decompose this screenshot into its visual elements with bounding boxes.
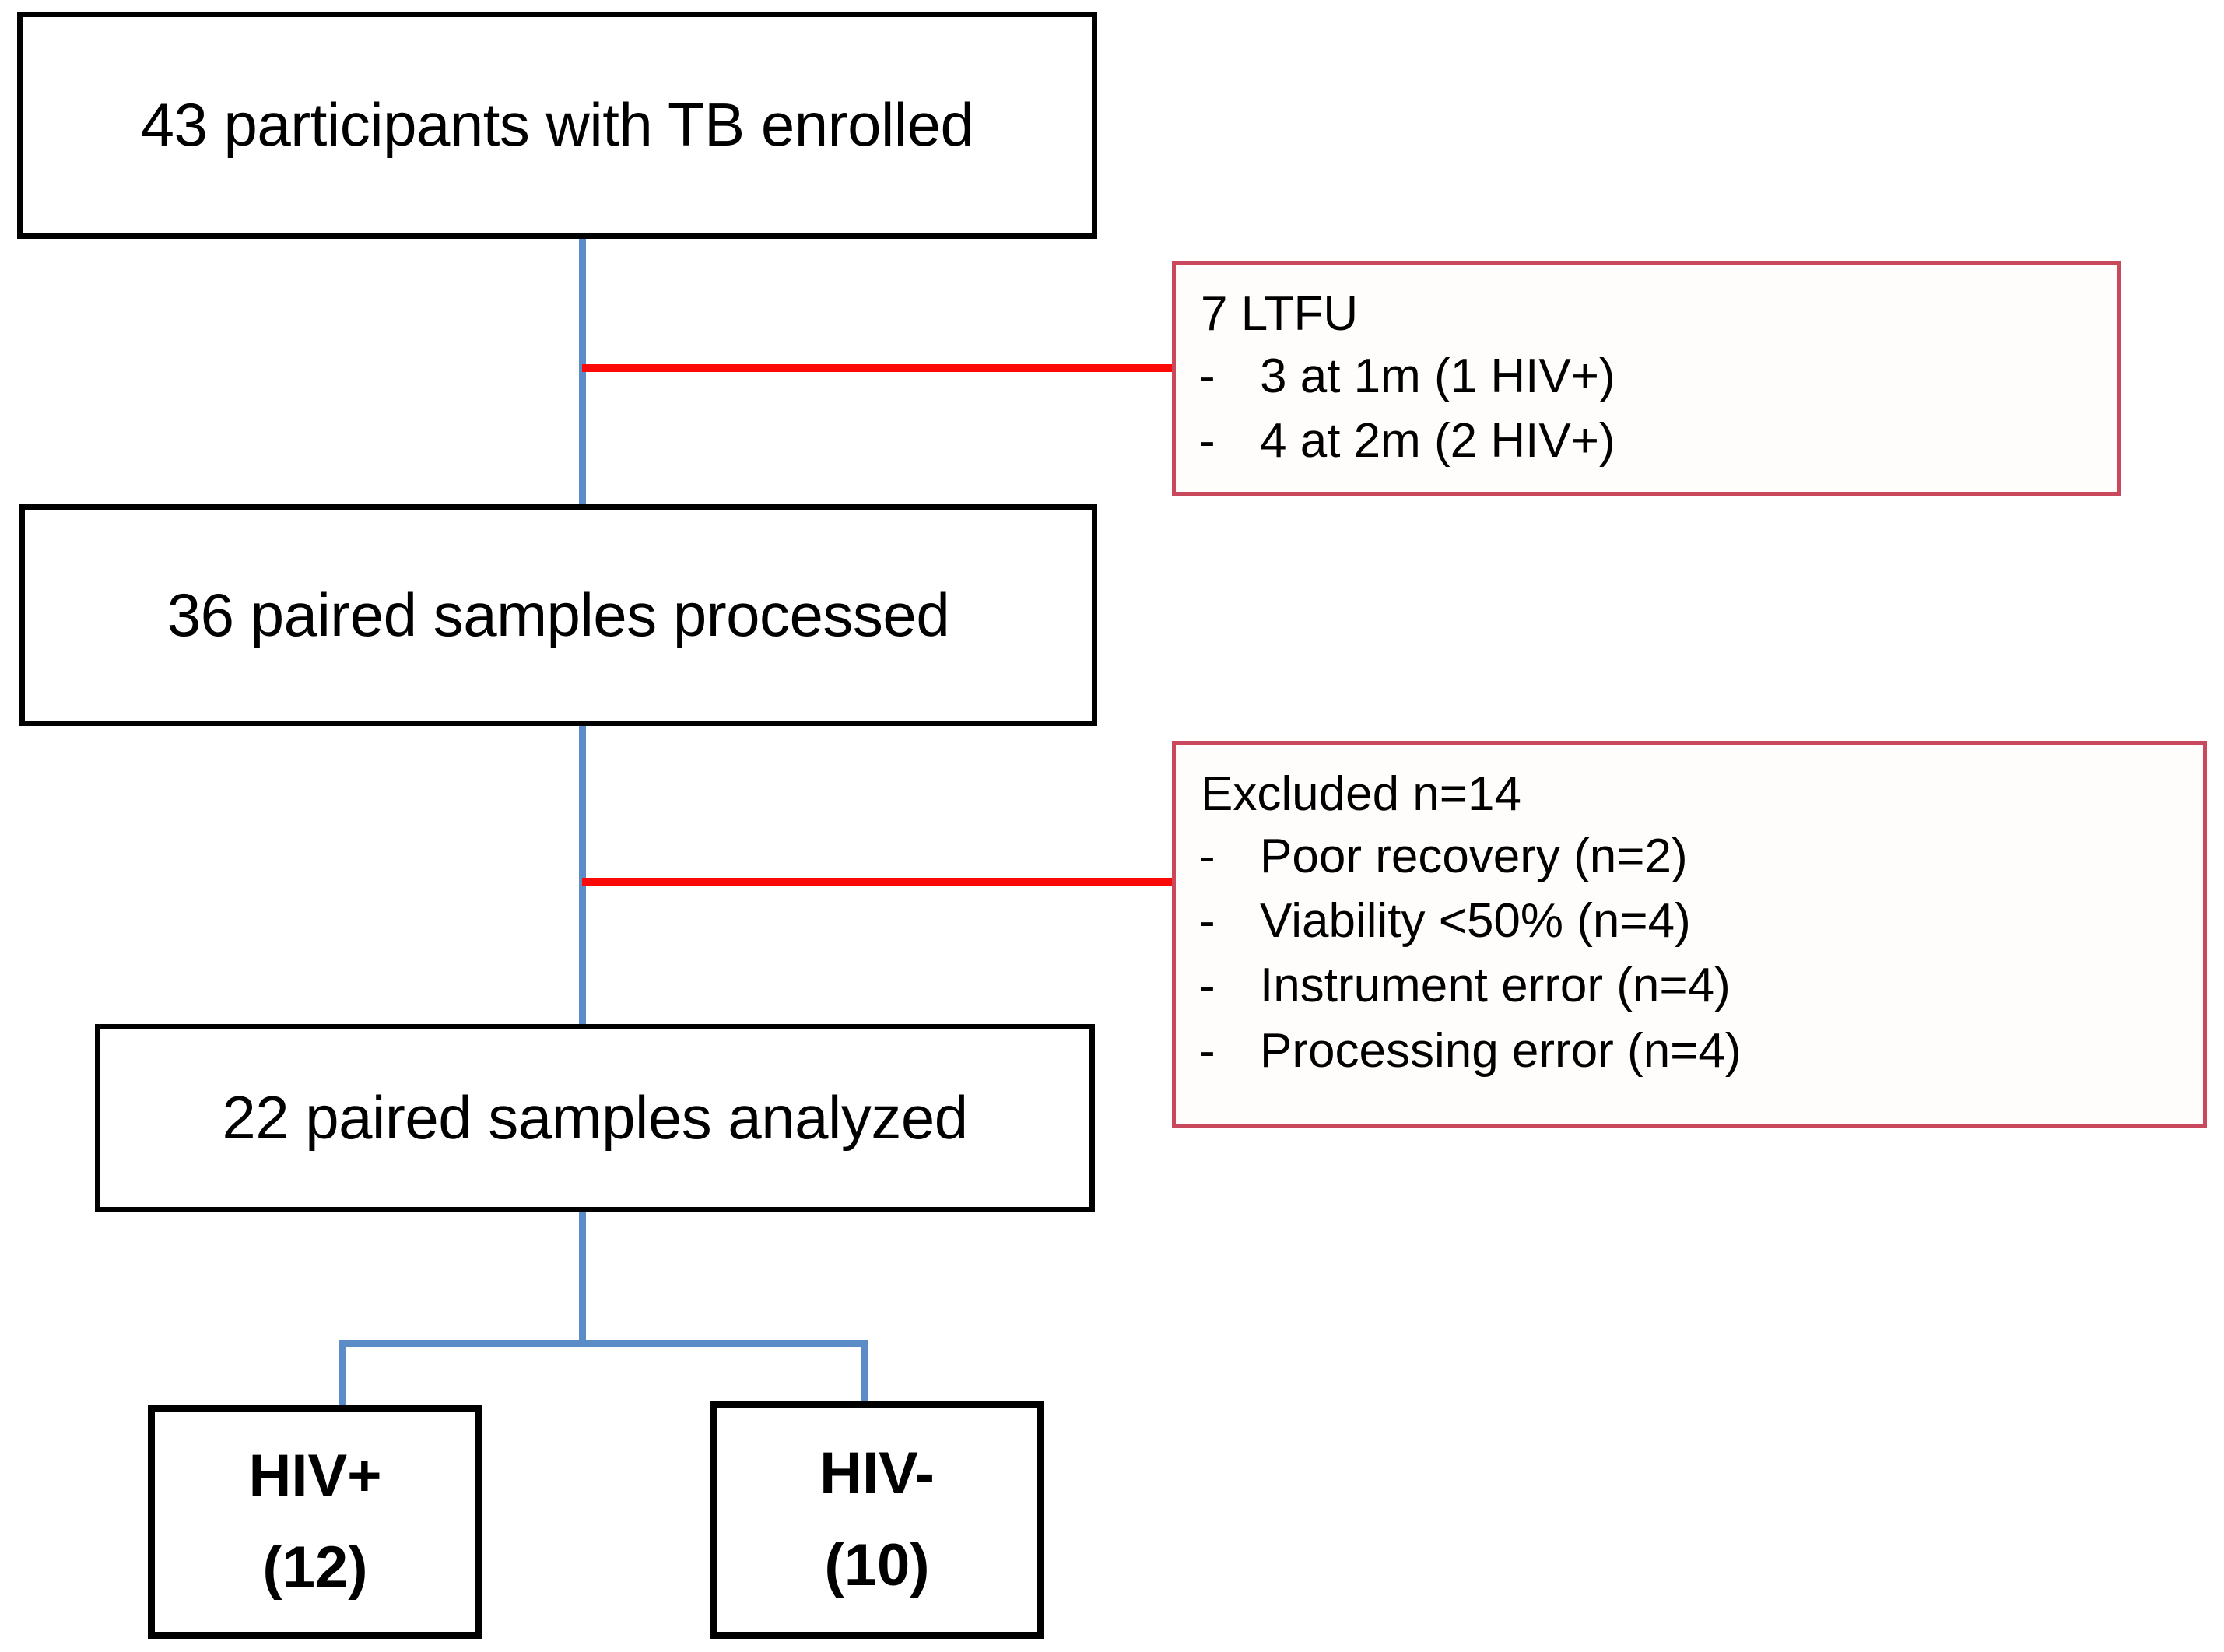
connector-split-to-hivneg	[861, 1340, 868, 1408]
node-enrolled: 43 participants with TB enrolled	[17, 12, 1097, 239]
bullet-dash-icon: -	[1199, 894, 1215, 949]
list-item-text: Poor recovery (n=2)	[1260, 830, 1688, 884]
connector-red-to-excluded	[582, 878, 1173, 886]
list-item-text: 3 at 1m (1 HIV+)	[1260, 349, 1615, 404]
bullet-dash-icon: -	[1199, 830, 1215, 884]
node-processed: 36 paired samples processed	[19, 504, 1097, 726]
list-item-text: Processing error (n=4)	[1260, 1023, 1742, 1078]
node-analyzed-label: 22 paired samples analyzed	[222, 1083, 968, 1152]
node-hiv-negative-count: (10)	[824, 1532, 930, 1598]
exclusion-ltfu-title: 7 LTFU	[1201, 287, 1359, 341]
node-processed-label: 36 paired samples processed	[167, 580, 950, 649]
node-hiv-positive-label: HIV+	[248, 1443, 382, 1510]
list-item-text: 4 at 2m (2 HIV+)	[1260, 414, 1615, 468]
exclusion-excluded-title: Excluded n=14	[1201, 767, 1521, 821]
bullet-dash-icon: -	[1199, 1023, 1215, 1078]
list-item: - 4 at 2m (2 HIV+)	[1199, 416, 2094, 466]
node-hiv-negative: HIV- (10)	[710, 1401, 1044, 1639]
connector-split-to-hivpos	[339, 1340, 346, 1412]
list-item: - Viability <50% (n=4)	[1199, 896, 2180, 946]
node-hiv-positive-count: (12)	[262, 1535, 368, 1601]
list-item: - Processing error (n=4)	[1199, 1023, 2180, 1078]
list-item-text: Instrument error (n=4)	[1260, 959, 1731, 1013]
bullet-dash-icon: -	[1199, 414, 1215, 468]
bullet-dash-icon: -	[1199, 959, 1215, 1013]
connector-red-to-ltfu	[582, 364, 1173, 372]
connector-split-bar	[339, 1340, 868, 1347]
node-analyzed: 22 paired samples analyzed	[95, 1024, 1095, 1212]
exclusion-excluded-list: - Poor recovery (n=2) - Viability <50% (…	[1199, 831, 2180, 1075]
node-hiv-negative-label: HIV-	[819, 1440, 935, 1507]
connector-processed-to-analyzed	[579, 722, 586, 1029]
exclusion-box-ltfu: 7 LTFU - 3 at 1m (1 HIV+) - 4 at 2m (2 H…	[1172, 261, 2121, 496]
connector-analyzed-to-split	[579, 1208, 586, 1344]
node-hiv-positive: HIV+ (12)	[148, 1405, 482, 1639]
exclusion-ltfu-list: - 3 at 1m (1 HIV+) - 4 at 2m (2 HIV+)	[1199, 351, 2094, 466]
node-enrolled-label: 43 participants with TB enrolled	[140, 90, 974, 160]
list-item: - 3 at 1m (1 HIV+)	[1199, 351, 2094, 402]
exclusion-box-excluded: Excluded n=14 - Poor recovery (n=2) - Vi…	[1172, 741, 2207, 1128]
bullet-dash-icon: -	[1199, 349, 1215, 404]
list-item-text: Viability <50% (n=4)	[1260, 894, 1691, 949]
list-item: - Instrument error (n=4)	[1199, 960, 2180, 1011]
list-item: - Poor recovery (n=2)	[1199, 831, 2180, 882]
